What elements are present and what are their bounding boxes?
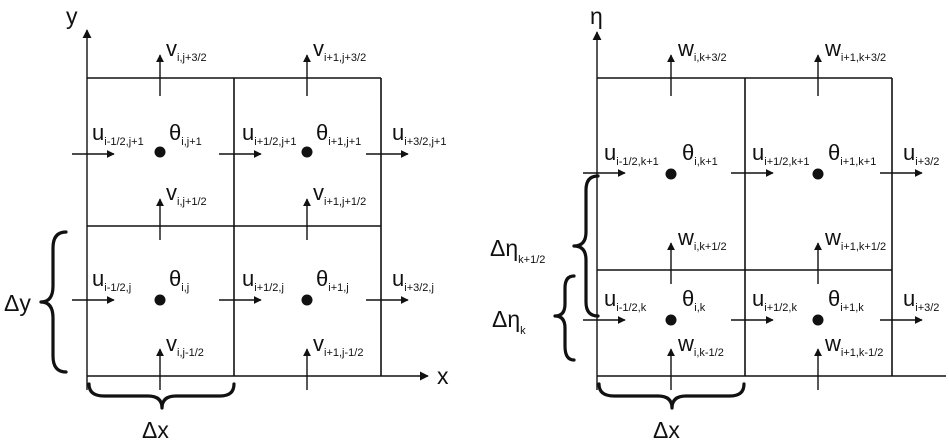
cell-center-dot (812, 314, 824, 326)
variable-label: θi,k+1 (682, 140, 718, 168)
cell-center-dot (154, 294, 166, 306)
right-eta-axis-label: η (590, 3, 603, 29)
cell-center-dot (154, 146, 166, 158)
delta-eta-lower-brace (553, 274, 576, 362)
variable-label: vi+1,j-1/2 (313, 331, 363, 359)
delta-x-label: Δx (653, 417, 680, 442)
left-grid (87, 77, 382, 376)
variable-label: wi,k+3/2 (677, 36, 727, 64)
variable-label: vi+1,j+3/2 (313, 36, 366, 64)
variable-label: ui+1/2,j+1 (242, 120, 296, 148)
variable-label: ui+3/2,j (392, 266, 434, 294)
variable-label: wi+1,k+3/2 (824, 36, 886, 64)
cell-center-dot (812, 168, 824, 180)
variable-label: wi,k-1/2 (677, 331, 724, 359)
variable-label: θi+1,j+1 (316, 120, 361, 148)
delta-x-brace (87, 382, 236, 410)
left-x-axis-label: x (437, 363, 449, 389)
delta-eta-lower-label: Δηk (492, 306, 526, 337)
variable-label: ui+3/2 (903, 140, 939, 168)
variable-label: θi,j (169, 266, 189, 294)
delta-eta-upper-brace (572, 174, 600, 318)
right-grid (597, 77, 893, 376)
variable-label: vi,j+3/2 (166, 36, 207, 64)
left-panel: y x vi,j+3/2 vi+1,j+3/2 ui-1/2,j+1 (4, 3, 449, 442)
cell-center-dot (301, 294, 313, 306)
variable-label: θi+1,j (316, 266, 349, 294)
delta-eta-upper-label: Δηk+1/2 (490, 235, 545, 266)
variable-label: ui-1/2,k (604, 286, 647, 314)
delta-y-brace (39, 230, 68, 374)
variable-label: ui-1/2,j (92, 266, 131, 294)
left-y-axis-label: y (66, 3, 78, 29)
variable-label: ui+3/2 (903, 286, 939, 314)
cell-center-dot (665, 314, 677, 326)
variable-label: vi,j+1/2 (166, 180, 207, 208)
delta-y-label: Δy (4, 290, 31, 316)
variable-label: θi,j+1 (169, 120, 202, 148)
delta-x-brace (597, 382, 746, 410)
delta-x-label: Δx (142, 417, 169, 442)
variable-label: vi+1,j+1/2 (313, 180, 366, 208)
right-panel: η wi,k+3/2 wi+1,k+3/2 ui-1/2,k+1 θi, (490, 3, 946, 442)
variable-label: θi+1,k+1 (828, 140, 876, 168)
variable-label: ui-1/2,k+1 (604, 140, 659, 168)
variable-label: wi+1,k+1/2 (824, 225, 886, 253)
variable-label: θi+1,k (828, 286, 864, 314)
variable-label: θi,k (682, 286, 706, 314)
cell-center-dot (301, 146, 313, 158)
variable-label: wi,k+1/2 (677, 225, 727, 253)
variable-label: ui-1/2,j+1 (92, 120, 144, 148)
variable-label: ui+1/2,j (242, 266, 284, 294)
variable-label: ui+3/2,j+1 (392, 120, 446, 148)
cell-center-dot (665, 168, 677, 180)
variable-label: wi+1,k-1/2 (824, 331, 883, 359)
variable-label: ui+1/2,k (752, 286, 797, 314)
variable-label: ui+1/2,k+1 (752, 140, 810, 168)
variable-label: vi,j-1/2 (166, 331, 204, 359)
